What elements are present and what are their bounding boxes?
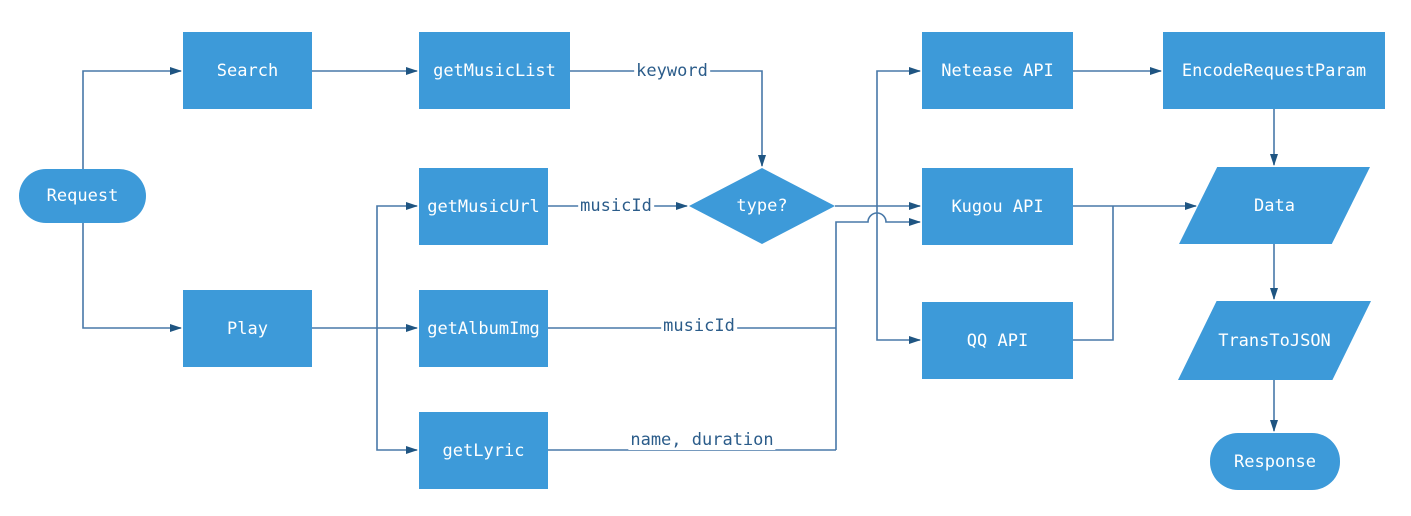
edge-type-to-netease bbox=[876, 67, 921, 206]
node-get-music-url[interactable]: getMusicUrl bbox=[419, 168, 548, 245]
edge-merge-to-kugou-with-hop bbox=[835, 212, 921, 450]
edge-request-to-search bbox=[82, 67, 182, 169]
node-request[interactable]: Request bbox=[19, 169, 146, 223]
edge-label-musicid-type: musicId bbox=[578, 196, 654, 216]
node-kugou-api[interactable]: Kugou API bbox=[922, 168, 1073, 245]
edge-getmusiclist-to-type bbox=[570, 70, 766, 167]
edge-request-to-play bbox=[82, 223, 182, 332]
edge-label-name-duration: name, duration bbox=[628, 430, 776, 450]
node-get-music-list[interactable]: getMusicList bbox=[419, 32, 570, 109]
node-data[interactable]: Data bbox=[1179, 167, 1370, 244]
node-get-album-img[interactable]: getAlbumImg bbox=[419, 290, 548, 367]
edge-play-to-getmusicurl bbox=[376, 202, 418, 328]
node-netease-api[interactable]: Netease API bbox=[922, 32, 1073, 109]
edge-qq-to-data-merge bbox=[1073, 206, 1114, 341]
edge-play-to-getlyric bbox=[376, 328, 418, 454]
edge-type-to-qq bbox=[876, 206, 921, 344]
edge-label-keyword: keyword bbox=[634, 61, 710, 81]
node-search[interactable]: Search bbox=[183, 32, 312, 109]
edge-label-musicid-album: musicId bbox=[661, 316, 737, 336]
node-qq-api[interactable]: QQ API bbox=[922, 302, 1073, 379]
node-play[interactable]: Play bbox=[183, 290, 312, 367]
node-get-lyric[interactable]: getLyric bbox=[419, 412, 548, 489]
node-response[interactable]: Response bbox=[1210, 433, 1340, 490]
node-encode-request-param[interactable]: EncodeRequestParam bbox=[1163, 32, 1385, 109]
